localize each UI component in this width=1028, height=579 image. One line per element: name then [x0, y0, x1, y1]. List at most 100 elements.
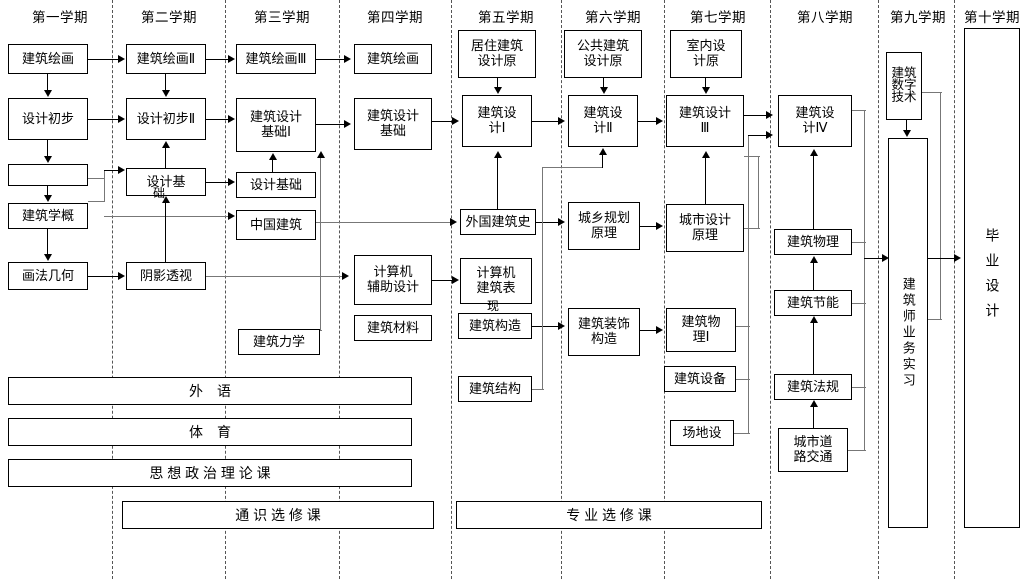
- course-box-chengshi-sheji-yuanli[interactable]: 城市设计 原理: [666, 204, 744, 252]
- column-header-semester-1: 第一学期: [32, 10, 88, 25]
- arrow-head: [701, 87, 710, 94]
- course-box-jianzhu-sheji-3[interactable]: 建筑设计 Ⅲ: [666, 95, 744, 147]
- course-box-jianzhu-sheji-jichu[interactable]: 建筑设计 基础: [354, 98, 432, 150]
- banner-professional-elective[interactable]: 专 业 选 修 课: [456, 501, 762, 529]
- arrow-head: [809, 400, 818, 407]
- course-label: 建筑力学: [252, 333, 305, 349]
- course-box-sheji-jichu-s2[interactable]: 设计基: [126, 168, 206, 196]
- connector: [736, 379, 750, 381]
- course-box-juzhu-jianzhu-shejiyuan[interactable]: 居住建筑 设计原: [458, 30, 536, 78]
- course-box-jianzhu-gouzao[interactable]: 建筑构造: [458, 313, 532, 339]
- course-box-chengshi-daolu-jiaotong[interactable]: 城市道 路交通: [778, 428, 848, 472]
- course-box-jianzhu-fagui[interactable]: 建筑法规: [774, 374, 852, 400]
- arrow-head: [228, 212, 235, 220]
- overflow-text-xian: 现: [487, 299, 500, 313]
- course-label: 建筑节能: [786, 294, 839, 310]
- course-box-jianzhu-jiegou[interactable]: 建筑结构: [458, 376, 532, 402]
- course-box-jianzhu-cailiao[interactable]: 建筑材料: [354, 315, 432, 341]
- connector: [320, 158, 322, 331]
- connector: [906, 120, 908, 130]
- course-box-sheji-jichu-s3[interactable]: 设计基础: [236, 172, 316, 198]
- course-label: 建筑设计 基础: [366, 108, 419, 138]
- connector: [532, 121, 560, 123]
- banner-physical-education[interactable]: 体 育: [8, 418, 412, 446]
- arrow-head: [766, 111, 773, 119]
- arrow-head: [809, 316, 818, 323]
- course-label: 建筑装饰 构造: [577, 316, 630, 346]
- course-box-jianzhu-huihua-1[interactable]: 建筑绘画: [8, 44, 88, 74]
- arrow-head: [118, 272, 125, 280]
- course-label: 建筑结构: [468, 380, 521, 396]
- course-box-jianzhuxue-gai[interactable]: 建筑学概: [8, 203, 88, 229]
- course-box-sheji-chubu[interactable]: 设计初步: [8, 98, 88, 140]
- course-box-jianzhushi-yewu-shixi[interactable]: 建筑师业务实习: [888, 138, 928, 528]
- connector: [165, 74, 167, 90]
- course-label: 建筑法规: [786, 378, 839, 394]
- course-label: 设计基: [146, 173, 186, 189]
- course-box-blank[interactable]: [8, 164, 88, 186]
- course-box-shinei-shejiyuan[interactable]: 室内设 计原: [670, 30, 742, 78]
- course-label: 计算机 辅助设计: [366, 264, 419, 294]
- course-label: 建筑绘画Ⅲ: [245, 50, 307, 66]
- course-box-jianzhu-sheji-2[interactable]: 建筑设 计Ⅱ: [568, 95, 638, 147]
- course-box-yinying-toushi[interactable]: 阴影透视: [126, 262, 206, 290]
- connector: [744, 115, 770, 117]
- arrow-head: [450, 218, 457, 226]
- course-label: 建筑设计 Ⅲ: [678, 105, 731, 135]
- course-box-jisuanji-jianzhu-biaoxian[interactable]: 计算机 建筑表: [460, 258, 532, 304]
- connector: [852, 242, 866, 244]
- course-label: 建筑物 理Ⅰ: [681, 314, 721, 344]
- course-box-jianzhu-sheji-4[interactable]: 建筑设 计Ⅳ: [778, 95, 852, 147]
- course-label: 外国建筑史: [465, 213, 531, 229]
- course-label: 建筑设 计Ⅰ: [477, 105, 517, 135]
- arrow-head: [598, 148, 607, 155]
- column-header-semester-4: 第四学期: [367, 10, 423, 25]
- connector: [47, 229, 49, 254]
- connector: [532, 326, 560, 328]
- banner-ideological-political-theory[interactable]: 思 想 政 治 理 论 课: [8, 459, 412, 487]
- course-box-jianzhu-huihua-2[interactable]: 建筑绘画Ⅱ: [126, 44, 206, 74]
- course-box-chengxiang-guihua-yuanli[interactable]: 城乡规划 原理: [568, 202, 640, 250]
- column-header-semester-10: 第十学期: [964, 10, 1020, 25]
- arrow-head: [493, 151, 502, 158]
- course-label: 城乡规划 原理: [577, 210, 630, 240]
- connector: [852, 387, 866, 389]
- course-box-jianzhu-shuzi-jishu[interactable]: 建筑 数字 技术: [886, 52, 922, 120]
- course-box-gonggong-jianzhu-shejiyuan[interactable]: 公共建筑 设计原: [564, 30, 642, 78]
- course-box-biye-sheji[interactable]: 毕业设计: [964, 28, 1020, 528]
- semester-divider: [225, 0, 226, 579]
- course-label: 建筑设 计Ⅳ: [795, 105, 835, 135]
- course-box-waiguo-jianzhushi[interactable]: 外国建筑史: [460, 209, 536, 235]
- connector: [705, 78, 707, 87]
- course-box-changdi-she[interactable]: 场地设: [670, 420, 734, 446]
- course-label: 计算机 建筑表: [476, 265, 516, 295]
- connector: [88, 118, 119, 120]
- connector: [758, 156, 760, 229]
- course-box-jianzhu-sheji-1[interactable]: 建筑设 计Ⅰ: [462, 95, 532, 147]
- course-box-jianzhu-wuli[interactable]: 建筑物理: [774, 229, 852, 255]
- connector: [864, 258, 886, 260]
- course-box-jianzhu-shebei[interactable]: 建筑设备: [664, 366, 736, 392]
- connector: [928, 258, 956, 260]
- banner-general-elective[interactable]: 通 识 选 修 课: [122, 501, 434, 529]
- banner-foreign-language[interactable]: 外 语: [8, 377, 412, 405]
- connector: [206, 276, 343, 278]
- connector: [744, 156, 760, 158]
- course-box-jisuanji-fuzhu-sheji[interactable]: 计算机 辅助设计: [354, 255, 432, 305]
- course-box-jianzhu-jieneng[interactable]: 建筑节能: [774, 290, 852, 316]
- course-box-jianzhu-huihua-3[interactable]: 建筑绘画Ⅲ: [236, 44, 316, 74]
- course-box-jianzhu-huihua-s4[interactable]: 建筑绘画: [354, 44, 432, 74]
- course-label: 设计初步Ⅱ: [136, 110, 196, 126]
- arrow-head: [656, 326, 663, 334]
- course-box-sheji-chubu-2[interactable]: 设计初步Ⅱ: [126, 98, 206, 140]
- course-label: 城市道 路交通: [793, 434, 833, 464]
- course-box-jianzhu-lixue[interactable]: 建筑力学: [238, 329, 320, 355]
- course-box-huafa-jihe[interactable]: 画法几何: [8, 262, 88, 290]
- connector: [542, 167, 544, 390]
- course-box-jianzhu-zhuangshi-gouzao[interactable]: 建筑装饰 构造: [568, 308, 640, 356]
- course-box-jianzhu-sheji-jichu-1[interactable]: 建筑设计 基础Ⅰ: [236, 98, 316, 152]
- arrow-head: [228, 54, 235, 63]
- course-box-jianzhu-wuli-1[interactable]: 建筑物 理Ⅰ: [666, 308, 736, 352]
- course-box-zhongguo-jianzhu[interactable]: 中国建筑: [236, 210, 316, 240]
- semester-divider: [451, 0, 452, 579]
